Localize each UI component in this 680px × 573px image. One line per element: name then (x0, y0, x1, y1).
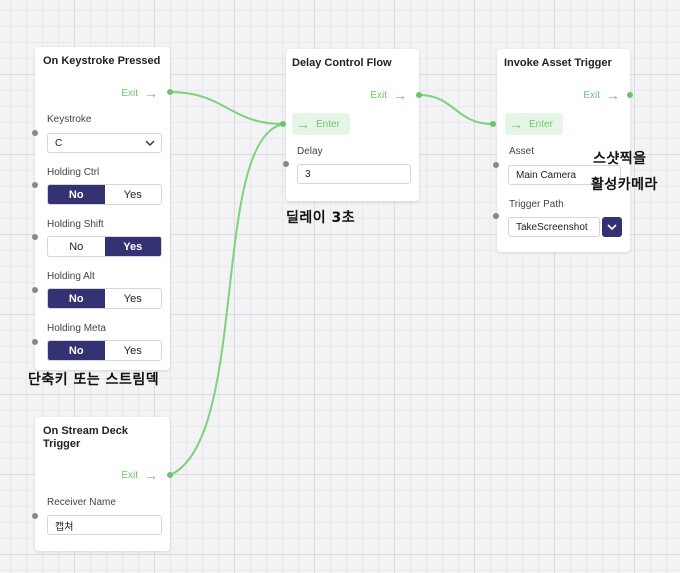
chevron-down-icon (145, 140, 155, 146)
trigger-path-select[interactable]: TakeScreenshot (508, 217, 600, 237)
holding-shift-toggle[interactable]: No Yes (47, 236, 162, 257)
holding-alt-label: Holding Alt (47, 271, 95, 282)
exit-pin[interactable] (627, 92, 633, 98)
trigger-path-input-pin[interactable] (493, 213, 499, 219)
holding-alt-toggle[interactable]: No Yes (47, 288, 162, 309)
toggle-yes-option[interactable]: Yes (123, 344, 142, 357)
toggle-no-option[interactable]: No (69, 240, 84, 253)
node-title: On Keystroke Pressed (43, 55, 161, 67)
exit-port[interactable]: Exit → (121, 86, 158, 100)
enter-label: Enter (529, 118, 553, 130)
annotation-screenshot-line1: 스샷찍을 (593, 151, 647, 167)
exit-pin[interactable] (416, 92, 422, 98)
node-on-keystroke-pressed[interactable]: On Keystroke Pressed Exit → Keystroke C … (35, 47, 170, 370)
keystroke-value: C (55, 137, 63, 149)
annotation-delay: 딜레이 3초 (286, 210, 356, 226)
arrow-right-icon: → (606, 87, 620, 103)
arrow-right-icon: → (393, 87, 407, 103)
delay-input-pin[interactable] (283, 161, 289, 167)
enter-port[interactable]: → Enter (505, 113, 563, 135)
holding-shift-label: Holding Shift (47, 219, 104, 230)
keystroke-input-pin[interactable] (32, 130, 38, 136)
annotation-shortcut: 단축키 또는 스트림덱 (28, 372, 160, 388)
exit-pin[interactable] (167, 472, 173, 478)
keystroke-select[interactable]: C (47, 133, 162, 153)
exit-label: Exit (370, 89, 387, 101)
node-title: On Stream Deck Trigger (43, 425, 128, 450)
holding-ctrl-input-pin[interactable] (32, 182, 38, 188)
arrow-right-icon: → (296, 116, 310, 132)
exit-port[interactable]: Exit → (370, 88, 407, 102)
wire-keystroke-to-delay (169, 91, 284, 125)
delay-input[interactable]: 3 (297, 164, 411, 184)
holding-meta-input-pin[interactable] (32, 339, 38, 345)
exit-label: Exit (121, 87, 138, 99)
enter-pin[interactable] (490, 121, 496, 127)
trigger-path-dropdown-button[interactable] (602, 217, 622, 237)
arrow-right-icon: → (144, 85, 158, 101)
node-on-stream-deck-trigger[interactable]: On Stream Deck Trigger Exit → Receiver N… (35, 417, 170, 551)
node-title: Delay Control Flow (292, 57, 392, 69)
delay-label: Delay (297, 146, 323, 157)
asset-select[interactable]: Main Camera (508, 165, 621, 185)
exit-pin[interactable] (167, 89, 173, 95)
arrow-right-icon: → (144, 467, 158, 483)
keystroke-label: Keystroke (47, 114, 92, 125)
toggle-yes-option[interactable]: Yes (104, 237, 161, 256)
toggle-yes-option[interactable]: Yes (123, 292, 142, 305)
holding-alt-input-pin[interactable] (32, 287, 38, 293)
enter-label: Enter (316, 118, 340, 130)
exit-label: Exit (583, 89, 600, 101)
trigger-path-label: Trigger Path (509, 199, 564, 210)
wire-delay-to-invoke (418, 94, 494, 125)
holding-shift-input-pin[interactable] (32, 234, 38, 240)
holding-meta-toggle[interactable]: No Yes (47, 340, 162, 361)
toggle-no-option[interactable]: No (48, 341, 105, 360)
enter-pin[interactable] (280, 121, 286, 127)
toggle-yes-option[interactable]: Yes (123, 188, 142, 201)
asset-input-pin[interactable] (493, 162, 499, 168)
wire-streamdeck-to-delay (169, 123, 284, 476)
exit-label: Exit (121, 469, 138, 481)
annotation-screenshot-line2: 활성카메라 (591, 177, 658, 193)
node-delay-control-flow[interactable]: Delay Control Flow Exit → → Enter Delay … (286, 49, 419, 201)
node-title: Invoke Asset Trigger (504, 57, 612, 69)
receiver-name-input[interactable]: 캡쳐 (47, 515, 162, 535)
asset-label: Asset (509, 146, 535, 157)
receiver-name-label: Receiver Name (47, 497, 116, 508)
toggle-no-option[interactable]: No (48, 289, 105, 308)
holding-ctrl-label: Holding Ctrl (47, 167, 100, 178)
arrow-right-icon: → (509, 116, 523, 132)
holding-meta-label: Holding Meta (47, 323, 106, 334)
exit-port[interactable]: Exit → (583, 88, 620, 102)
receiver-name-input-pin[interactable] (32, 513, 38, 519)
chevron-down-icon (607, 224, 617, 231)
enter-port[interactable]: → Enter (292, 113, 350, 135)
node-invoke-asset-trigger[interactable]: Invoke Asset Trigger Exit → → Enter Asse… (497, 49, 630, 252)
toggle-no-option[interactable]: No (48, 185, 105, 204)
exit-port[interactable]: Exit → (121, 468, 158, 482)
holding-ctrl-toggle[interactable]: No Yes (47, 184, 162, 205)
